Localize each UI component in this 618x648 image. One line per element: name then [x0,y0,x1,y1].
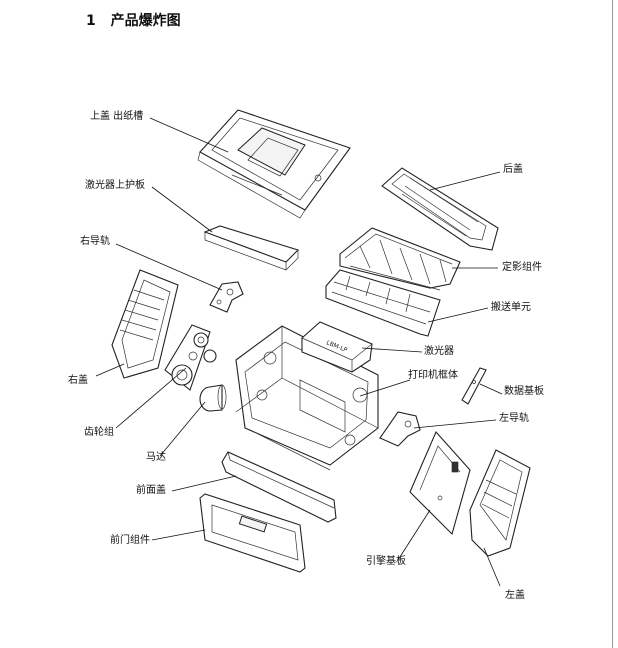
right-guide-rail-drawing [209,281,244,313]
page-edge-rule [612,0,613,648]
label-left-guide-rail: 左导轨 [499,413,529,424]
label-left-cover: 左盖 [505,590,525,601]
label-transport-unit: 搬送单元 [491,302,531,313]
left-cover-drawing [469,449,531,557]
label-right-cover: 右盖 [68,375,88,386]
label-laser: 激光器 [424,346,454,357]
motor-drawing [199,384,227,412]
label-fuser-assembly: 定影组件 [502,262,542,273]
fuser-drawing [339,227,461,291]
top-cover-drawing [197,109,351,219]
label-front-door-assembly: 前门组件 [110,535,150,546]
leader-lines [95,117,503,587]
front-door-drawing [199,493,306,573]
left-guide-rail-drawing [379,411,421,447]
label-data-board: 数据基板 [504,386,544,397]
label-laser-upper-guard: 激光器上护板 [85,180,145,191]
laser-upper-guard-drawing [203,225,300,271]
label-top-cover-output-tray: 上盖 出纸槽 [90,111,144,122]
section-number: 1 [86,13,96,29]
rear-cover-drawing [381,167,499,251]
section-heading: 1 产品爆炸图 [86,10,181,30]
label-printer-frame: 打印机框体 [408,370,458,381]
label-motor: 马达 [146,452,166,463]
label-right-guide-rail: 右导轨 [80,236,110,247]
label-rear-cover: 后盖 [503,164,523,175]
gear-assembly-drawing [164,324,217,391]
right-cover-drawing [111,269,179,379]
section-title: 产品爆炸图 [110,13,181,29]
label-engine-board: 引擎基板 [366,556,406,567]
data-board-drawing [461,367,487,405]
label-gear-assembly: 齿轮组 [84,427,114,438]
engine-board-drawing [409,430,471,536]
front-panel-cover-drawing [221,451,337,523]
transport-unit-drawing [325,269,441,337]
label-front-panel-cover: 前面盖 [136,485,166,496]
laser-unit-drawing: LBM-LP [301,321,373,373]
